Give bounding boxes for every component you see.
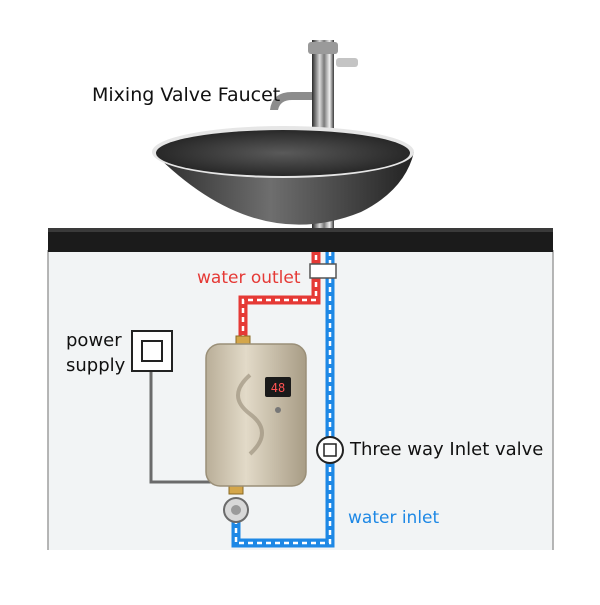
display-readout: 48 [271, 381, 285, 395]
flow-valve [223, 497, 249, 523]
three-way-valve-label: Three way Inlet valve [350, 439, 544, 460]
cold-water-pipe [231, 252, 335, 548]
countertop-highlight [48, 228, 553, 232]
power-socket [131, 330, 173, 372]
faucet-label: Mixing Valve Faucet [92, 84, 281, 106]
pipe-connector [309, 263, 337, 279]
three-way-valve-icon [316, 436, 344, 464]
power-cable [149, 368, 230, 484]
sink-bowl [152, 126, 414, 225]
water-heater: 48 [205, 343, 307, 487]
water-outlet-label: water outlet [197, 268, 301, 288]
power-label-line2: supply [66, 355, 126, 376]
power-label-line1: power [66, 330, 122, 351]
heater-button [275, 407, 281, 413]
water-inlet-label: water inlet [348, 508, 440, 528]
power-supply-label: power supply [66, 328, 125, 378]
temperature-display [265, 377, 291, 397]
